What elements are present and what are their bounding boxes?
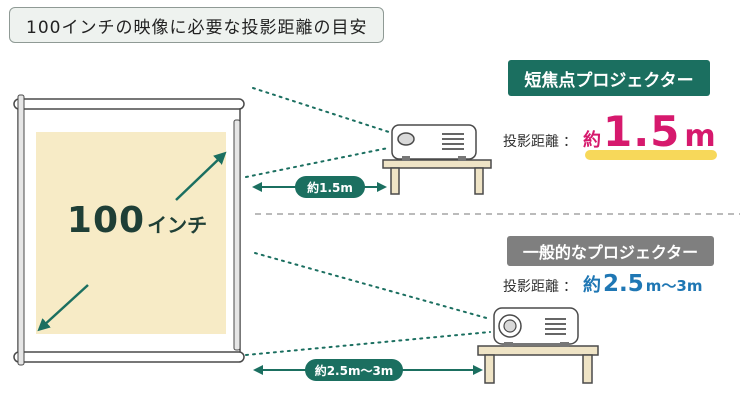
distance-colon: ： bbox=[563, 134, 577, 150]
general-projector-badge: 一般的なプロジェクター bbox=[507, 236, 714, 266]
short-throw-distance: 投影距離 ： 約 1.5 m bbox=[503, 107, 716, 156]
short-throw-distance-pill: 約1.5m bbox=[295, 176, 365, 198]
screen-size-label: 100 インチ bbox=[62, 200, 212, 244]
distance-label: 投影距離 bbox=[503, 134, 559, 150]
general-badge-text: 一般的なプロジェクター bbox=[522, 243, 699, 262]
projection-lines-general bbox=[245, 252, 491, 356]
distance-approx: 約 bbox=[583, 275, 601, 296]
distance-label: 投影距離 bbox=[503, 279, 559, 295]
pill-text: 約1.5m bbox=[307, 180, 353, 195]
projection-screen-icon bbox=[13, 94, 245, 366]
screen-size-number: 100 bbox=[66, 200, 146, 241]
short-throw-badge: 短焦点プロジェクター bbox=[508, 60, 710, 96]
distance-value: 2.5 bbox=[603, 271, 644, 297]
page-title-text: 100インチの映像に必要な投影距離の目安 bbox=[26, 17, 368, 38]
table-icon bbox=[477, 345, 599, 384]
projector-icon bbox=[493, 307, 579, 347]
short-throw-badge-text: 短焦点プロジェクター bbox=[524, 70, 694, 91]
page-title: 100インチの映像に必要な投影距離の目安 bbox=[9, 7, 384, 43]
screen-diagonal-arrow bbox=[37, 151, 227, 332]
general-distance-pill: 約2.5m～3m bbox=[305, 359, 403, 381]
distance-unit: m～3m bbox=[645, 277, 703, 295]
table-icon bbox=[382, 159, 492, 195]
distance-colon: ： bbox=[563, 279, 577, 295]
projector-icon bbox=[391, 124, 477, 161]
value-highlight bbox=[585, 150, 717, 160]
general-distance: 投影距離 ： 約 2.5 m～3m bbox=[503, 271, 702, 297]
distance-unit: m bbox=[684, 119, 716, 154]
distance-value: 1.5 bbox=[603, 107, 681, 156]
pill-text: 約2.5m～3m bbox=[314, 363, 394, 378]
distance-approx: 約 bbox=[583, 130, 601, 151]
screen-size-unit: インチ bbox=[147, 213, 208, 237]
projection-lines-short bbox=[245, 87, 393, 178]
